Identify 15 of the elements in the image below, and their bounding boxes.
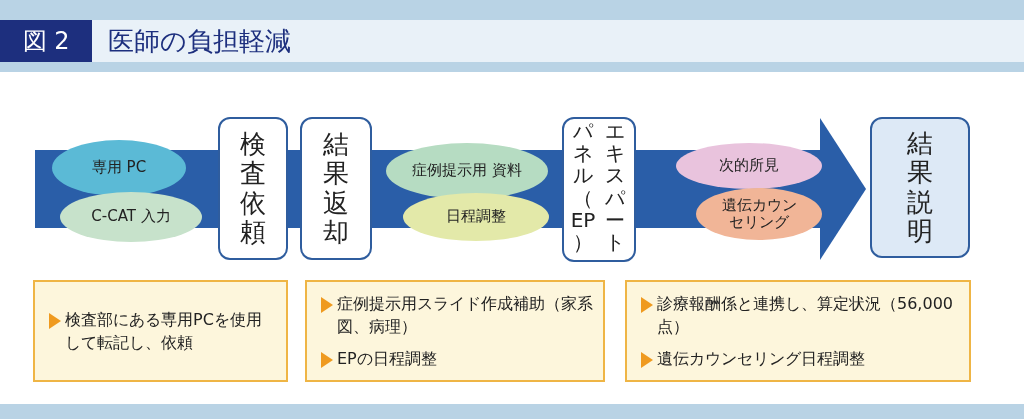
figure-number: 図 2: [0, 20, 92, 62]
bullet-text: 症例提示用スライド作成補助（家系図、病理）: [337, 293, 593, 339]
bullet-text: 診療報酬係と連携し、算定状況（56,000点）: [657, 293, 954, 339]
note-box: [305, 280, 605, 382]
bullet-text: 検査部にある専用PCを使用して転記し、依頼: [65, 308, 263, 354]
bullet-text: EPの日程調整: [337, 347, 437, 370]
bullet-text: 遺伝カウンセリング日程調整: [657, 347, 865, 370]
note-box: [625, 280, 971, 382]
step-box: 結果説明: [870, 117, 970, 258]
step-box: エキスパートパネル（EP）: [562, 117, 636, 262]
title: 医師の負担軽減: [108, 25, 291, 58]
step-box: 検査依頼: [218, 117, 288, 260]
note-box: [33, 280, 288, 382]
flow-arrow: [35, 118, 866, 260]
step-box: 結果返却: [300, 117, 372, 260]
